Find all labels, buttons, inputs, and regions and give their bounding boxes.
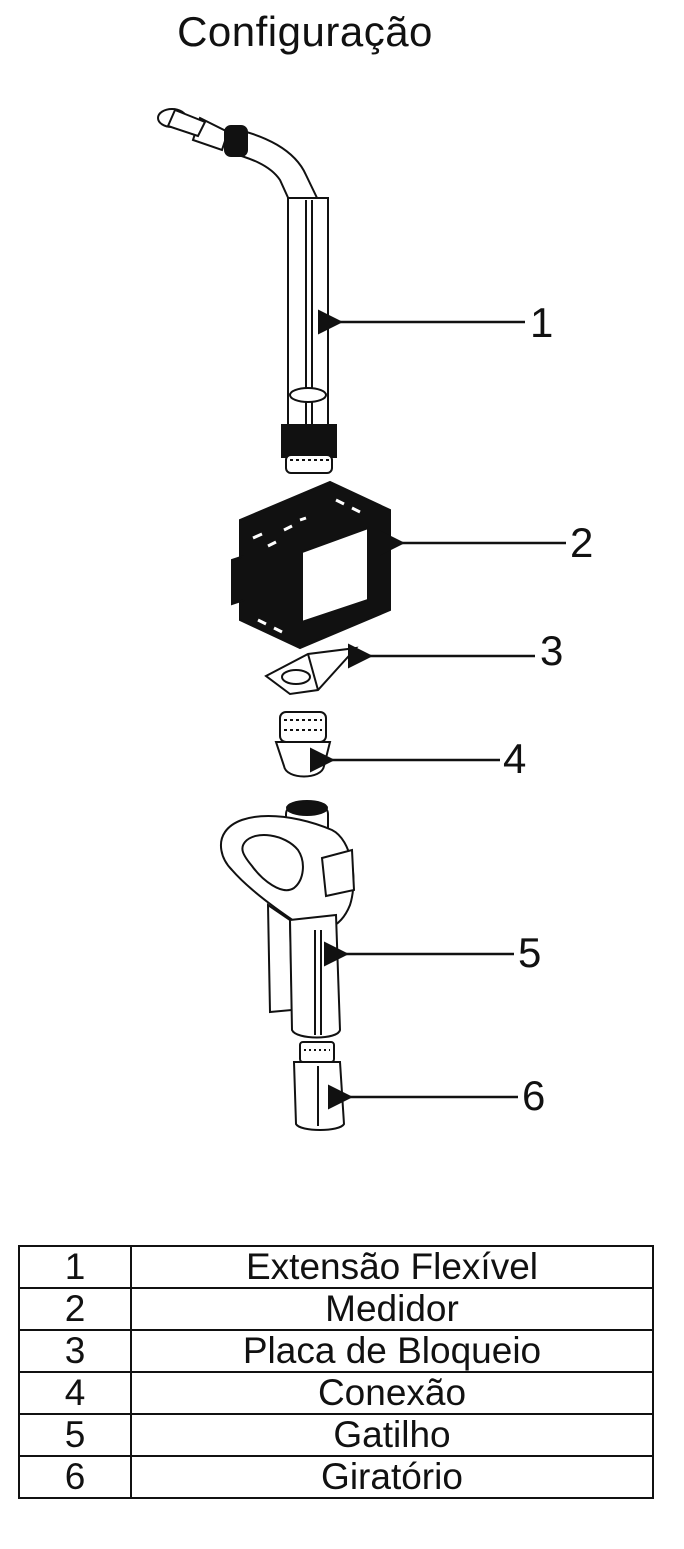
part-name: Extensão Flexível — [130, 1245, 654, 1289]
part-name: Placa de Bloqueio — [130, 1329, 654, 1373]
meter-icon — [231, 480, 391, 650]
part-name: Gatilho — [130, 1413, 654, 1457]
callout-3: 3 — [540, 627, 564, 674]
callout-1: 1 — [530, 299, 554, 346]
parts-legend-table: 1 Extensão Flexível 2 Medidor 3 Placa de… — [18, 1245, 654, 1499]
table-row: 2 Medidor — [18, 1287, 654, 1331]
table-row: 6 Giratório — [18, 1455, 654, 1499]
part-number: 5 — [18, 1413, 132, 1457]
leader-lines — [310, 309, 566, 1110]
flexible-extension-icon — [157, 108, 337, 474]
part-number: 2 — [18, 1287, 132, 1331]
connection-icon — [274, 711, 332, 778]
part-number: 4 — [18, 1371, 132, 1415]
trigger-icon — [219, 800, 356, 1039]
table-row: 5 Gatilho — [18, 1413, 654, 1457]
part-number: 6 — [18, 1455, 132, 1499]
callout-4: 4 — [503, 735, 527, 782]
callout-6: 6 — [522, 1072, 546, 1119]
part-name: Giratório — [130, 1455, 654, 1499]
part-name: Conexão — [130, 1371, 654, 1415]
callout-5: 5 — [518, 929, 542, 976]
page-title: Configuração — [177, 8, 433, 55]
callout-2: 2 — [570, 519, 594, 566]
part-number: 3 — [18, 1329, 132, 1373]
lock-plate-icon — [264, 646, 359, 696]
table-row: 1 Extensão Flexível — [18, 1245, 654, 1289]
part-number: 1 — [18, 1245, 132, 1289]
table-row: 3 Placa de Bloqueio — [18, 1329, 654, 1373]
part-name: Medidor — [130, 1287, 654, 1331]
table-row: 4 Conexão — [18, 1371, 654, 1415]
swivel-icon — [292, 1041, 346, 1131]
